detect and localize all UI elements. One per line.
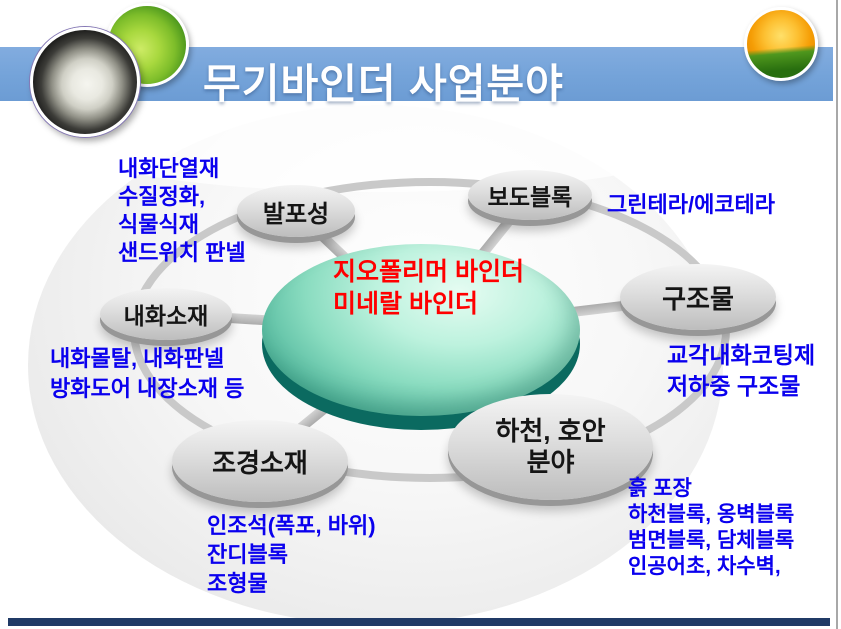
note-line: 하천블록, 옹벽블록 (628, 503, 795, 526)
node-foaming: 발포성 (237, 185, 355, 237)
node-label: 보도블록 (487, 184, 573, 210)
node-label: 분야 (526, 447, 575, 477)
note-line: 조형물 (207, 571, 268, 596)
tulip-photo (744, 7, 818, 81)
footer-bar (8, 618, 830, 626)
note-line: 잔디블록 (207, 542, 288, 567)
node-pavement: 보도블록 (468, 170, 592, 220)
center-ellipse-text: 지오폴리머 바인더 미네랄 바인더 (333, 256, 524, 320)
note-line: 내화단열재 (118, 156, 220, 181)
center-line: 지오폴리머 바인더 (333, 258, 524, 286)
note-line: 흙 포장 (628, 477, 692, 500)
note-line: 수질정화, (118, 184, 206, 209)
node-label: 내화소재 (123, 303, 209, 329)
note-line: 내화몰탈, 내화판넬 (50, 346, 225, 371)
node-label: 구조물 (662, 283, 734, 314)
center-ellipse (262, 244, 580, 416)
annotation-pavement: 그린테라/에코테라 (607, 191, 775, 219)
node-label: 발포성 (262, 200, 330, 228)
slide-right-border (836, 0, 838, 629)
page-title: 무기바인더 사업분야 (203, 61, 564, 107)
node-structure: 구조물 (620, 264, 776, 330)
note-line: 식물식재 (118, 212, 199, 237)
note-line: 인조석(폭포, 바위) (207, 513, 376, 538)
annotation-structure: 교각내화코팅제 저하중 구조물 (667, 340, 815, 402)
annotation-foaming: 내화단열재 수질정화, 식물식재 샌드위치 판넬 (118, 155, 246, 267)
background-swoosh (70, 96, 690, 192)
note-line: 샌드위치 판넬 (118, 240, 246, 265)
note-line: 교각내화코팅제 (667, 342, 816, 368)
node-label: 조경소재 (212, 447, 308, 478)
node-river: 하천, 호안 분야 (448, 394, 653, 500)
node-fireproof: 내화소재 (100, 288, 232, 340)
note-line: 저하중 구조물 (667, 373, 801, 399)
note-line: 범면블록, 담체블록 (628, 529, 795, 552)
note-line: 그린테라/에코테라 (607, 192, 776, 217)
dandelion-photo (30, 27, 140, 137)
annotation-river: 흙 포장 하천블록, 옹벽블록 범면블록, 담체블록 인공어초, 차수벽, (628, 476, 794, 580)
node-landscape: 조경소재 (172, 420, 348, 502)
note-line: 인공어초, 차수벽, (628, 555, 781, 578)
annotation-fireproof: 내화몰탈, 내화판넬 방화도어 내장소재 등 (50, 344, 244, 404)
note-line: 방화도어 내장소재 등 (50, 376, 245, 401)
node-label: 하천, 호안 (495, 416, 606, 446)
center-line: 미네랄 바인더 (333, 290, 478, 318)
annotation-landscape: 인조석(폭포, 바위) 잔디블록 조형물 (207, 511, 376, 598)
